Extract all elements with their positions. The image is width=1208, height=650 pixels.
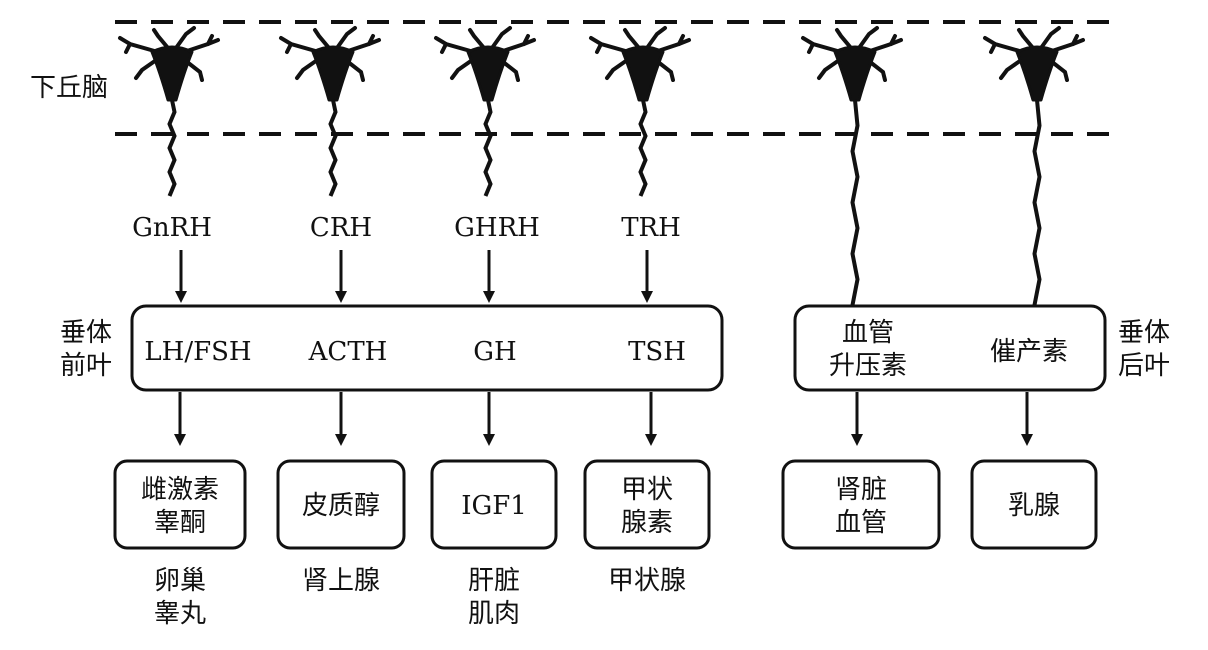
- arrow-down-icon: [641, 250, 653, 303]
- posterior-pituitary-label-line2: 后叶: [1118, 351, 1170, 381]
- arrow-down-icon: [174, 392, 186, 446]
- dendrite: [1071, 34, 1079, 46]
- neuron-axon: [167, 99, 177, 197]
- dendrite: [645, 26, 667, 50]
- dendrite: [367, 34, 375, 46]
- target-mammary-label: 乳腺: [1008, 491, 1060, 521]
- dendrite: [1039, 26, 1061, 50]
- posterior-hormone-vasopressin-line2: 升压素: [829, 351, 907, 381]
- organ-ovary-label: 卵巢: [154, 566, 206, 596]
- organ-liver-label: 肝脏: [468, 566, 520, 596]
- neuron-axon: [483, 99, 493, 197]
- neuron-soma: [311, 45, 355, 102]
- organ-testis-label: 睾丸: [154, 599, 206, 629]
- target-vessels-label: 血管: [835, 508, 887, 538]
- releasing-hormone-gnrh: GnRH: [132, 213, 212, 243]
- anterior-pituitary-label-line1: 垂体: [60, 318, 112, 348]
- target-thyroxine-label-line1: 甲状: [621, 475, 673, 505]
- organ-adrenal-label: 肾上腺: [302, 566, 380, 596]
- arrow-group: [174, 250, 1033, 446]
- posterior-pituitary-box: [793, 304, 1107, 392]
- target-box-kidney-vessels: [781, 459, 941, 550]
- dendrite: [468, 28, 486, 50]
- arrow-down-icon: [335, 250, 347, 303]
- dendrite: [857, 26, 879, 50]
- dendrite: [889, 34, 897, 46]
- target-estrogen-label: 雌激素: [141, 475, 219, 505]
- neuron-axon: [638, 99, 648, 197]
- neuron-axon: [1032, 99, 1042, 306]
- anterior-hormone-lh-fsh: LH/FSH: [144, 337, 251, 367]
- dendrite: [285, 42, 293, 54]
- releasing-hormone-crh: CRH: [310, 213, 372, 243]
- arrow-down-icon: [175, 250, 187, 303]
- neuron-icon: [434, 26, 536, 197]
- target-kidney-label: 肾脏: [835, 475, 887, 505]
- arrow-down-icon: [851, 392, 863, 446]
- neuron-axon: [328, 99, 338, 197]
- neuron-soma: [833, 45, 877, 102]
- neuron-soma: [150, 45, 194, 102]
- posterior-hormone-vasopressin-line1: 血管: [842, 318, 894, 348]
- target-box-sex-hormones: [113, 459, 247, 550]
- target-cortisol-label: 皮质醇: [302, 491, 380, 521]
- neuron-soma: [621, 45, 665, 102]
- target-box-igf1: [430, 459, 558, 550]
- dendrite: [124, 42, 132, 54]
- target-testosterone-label: 睾酮: [154, 508, 206, 538]
- organ-muscle-label: 肌肉: [468, 599, 520, 629]
- dendrite: [313, 28, 331, 50]
- dendrite: [440, 42, 448, 54]
- arrow-down-icon: [335, 392, 347, 446]
- dendrite: [989, 42, 997, 54]
- dendrite: [595, 42, 603, 54]
- neuron-axon: [850, 99, 860, 306]
- organ-thyroid-label: 甲状腺: [608, 566, 686, 596]
- target-box-cortisol: [276, 459, 406, 550]
- neuron-icon: [589, 26, 691, 197]
- hypothalamus-label: 下丘脑: [30, 73, 108, 103]
- neuron-soma: [1015, 45, 1059, 102]
- target-igf1-label: IGF1: [461, 491, 527, 521]
- anterior-pituitary-label-line2: 前叶: [60, 351, 112, 381]
- target-box-thyroxine: [583, 459, 711, 550]
- dendrite: [835, 28, 853, 50]
- anterior-pituitary-box: [130, 304, 724, 392]
- posterior-pituitary-label-line1: 垂体: [1118, 318, 1170, 348]
- arrow-down-icon: [483, 392, 495, 446]
- dendrite: [807, 42, 815, 54]
- anterior-hormone-gh: GH: [473, 337, 516, 367]
- dendrite: [522, 34, 530, 46]
- posterior-hormone-oxytocin: 催产素: [990, 337, 1068, 367]
- dendrite: [677, 34, 685, 46]
- dendrite: [490, 26, 512, 50]
- arrow-down-icon: [645, 392, 657, 446]
- neuron-soma: [466, 45, 510, 102]
- dendrite: [1017, 28, 1035, 50]
- dendrite: [335, 26, 357, 50]
- target-thyroxine-label-line2: 腺素: [621, 508, 673, 538]
- neuron-icon: [118, 26, 220, 197]
- target-box-mammary: [970, 459, 1098, 550]
- releasing-hormone-ghrh: GHRH: [454, 213, 540, 243]
- arrow-down-icon: [1021, 392, 1033, 446]
- dendrite: [152, 28, 170, 50]
- dendrite: [206, 34, 214, 46]
- anterior-hormone-acth: ACTH: [308, 337, 388, 367]
- dendrite: [174, 26, 196, 50]
- releasing-hormone-trh: TRH: [621, 213, 681, 243]
- dendrite: [623, 28, 641, 50]
- neuron-group: [118, 26, 1085, 306]
- neuron-icon: [983, 26, 1085, 306]
- arrow-down-icon: [483, 250, 495, 303]
- neuron-icon: [279, 26, 381, 197]
- neuron-icon: [801, 26, 903, 306]
- anterior-hormone-tsh: TSH: [628, 337, 686, 367]
